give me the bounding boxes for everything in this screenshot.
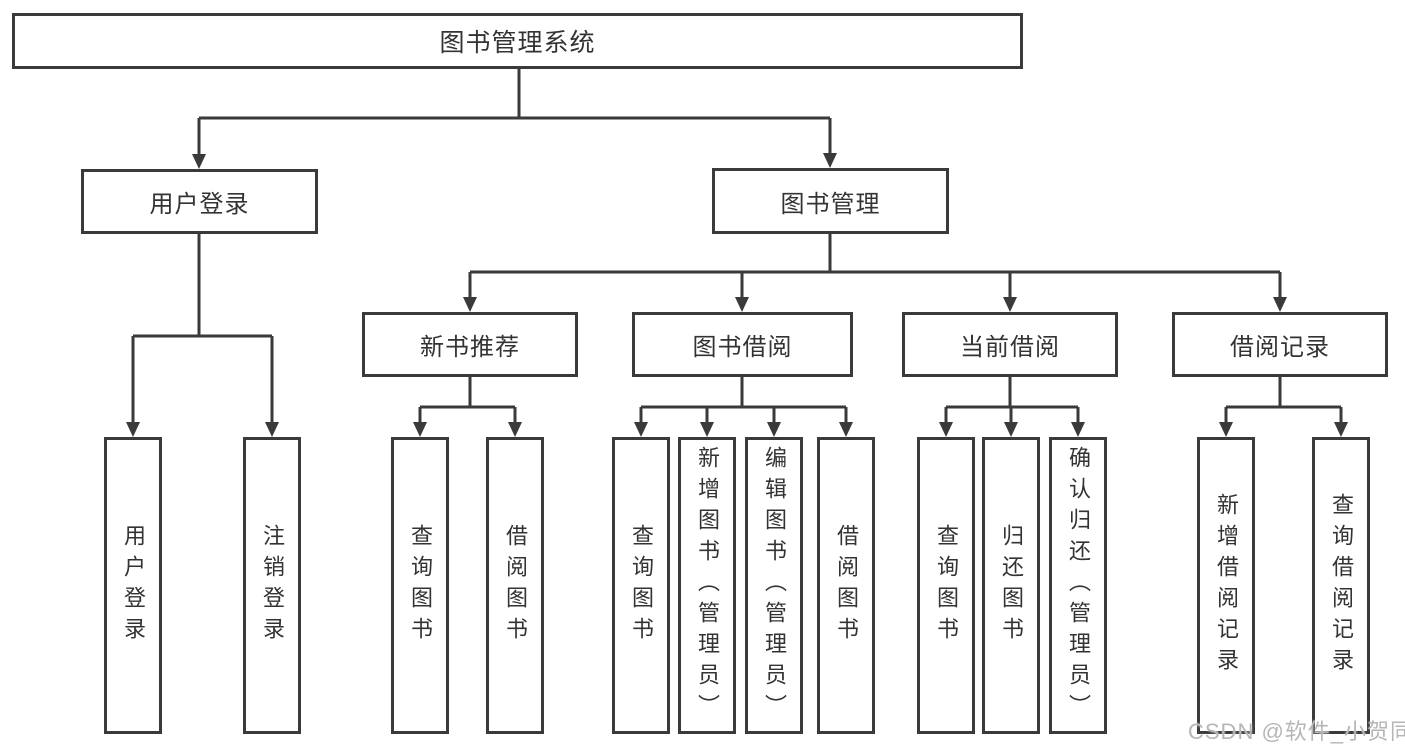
leaf-borrow-borrow-books-label: 借阅图书 [834,523,859,648]
leaf-current-query-books: 查询图书 [917,437,975,734]
node-borrow-records: 借阅记录 [1172,312,1388,377]
leaf-borrow-query-books-label: 查询图书 [629,523,654,648]
leaf-logout-label: 注销登录 [260,523,285,648]
node-borrow-records-label: 借阅记录 [1230,334,1330,361]
leaf-current-return-books-label: 归还图书 [999,523,1024,648]
node-book-management: 图书管理 [712,168,949,234]
leaf-borrow-edit-books-admin: 编辑图书（管理员） [745,437,803,734]
leaf-borrow-edit-books-admin-label: 编辑图书（管理员） [762,446,787,725]
node-new-book-recommend: 新书推荐 [362,312,578,377]
node-book-borrow-label: 图书借阅 [692,334,793,361]
leaf-borrow-add-books-admin: 新增图书（管理员） [678,437,736,734]
leaf-borrow-borrow-books: 借阅图书 [817,437,875,734]
node-book-borrow: 图书借阅 [632,312,853,377]
node-new-book-recommend-label: 新书推荐 [420,334,520,361]
node-book-management-label: 图书管理 [780,190,881,218]
leaf-user-login: 用户登录 [104,437,162,734]
node-user-login: 用户登录 [81,169,318,234]
leaf-logout: 注销登录 [243,437,301,734]
leaf-current-return-books: 归还图书 [982,437,1040,734]
arrowhead-icons [126,153,1348,437]
leaf-recommend-borrow-books: 借阅图书 [486,437,544,734]
leaf-records-query-record: 查询借阅记录 [1312,437,1370,734]
leaf-current-confirm-return-admin: 确认归还（管理员） [1049,437,1107,734]
leaf-recommend-borrow-books-label: 借阅图书 [503,523,528,648]
leaf-records-query-record-label: 查询借阅记录 [1329,492,1354,679]
leaf-records-add-record: 新增借阅记录 [1197,437,1255,734]
node-current-borrow: 当前借阅 [902,312,1118,377]
leaf-recommend-query-books: 查询图书 [391,437,449,734]
node-current-borrow-label: 当前借阅 [960,334,1060,361]
connector-paths [131,69,1343,424]
leaf-user-login-label: 用户登录 [121,523,146,648]
node-root-label: 图书管理系统 [439,29,596,57]
node-root: 图书管理系统 [12,13,1023,69]
leaf-borrow-query-books: 查询图书 [612,437,670,734]
csdn-watermark: CSDN @软件_小贺同学 [1188,719,1405,744]
leaf-current-query-books-label: 查询图书 [934,523,959,648]
node-user-login-label: 用户登录 [149,191,250,218]
leaf-current-confirm-return-admin-label: 确认归还（管理员） [1066,446,1091,725]
leaf-borrow-add-books-admin-label: 新增图书（管理员） [695,446,720,725]
leaf-recommend-query-books-label: 查询图书 [408,523,433,648]
leaf-records-add-record-label: 新增借阅记录 [1214,492,1239,679]
